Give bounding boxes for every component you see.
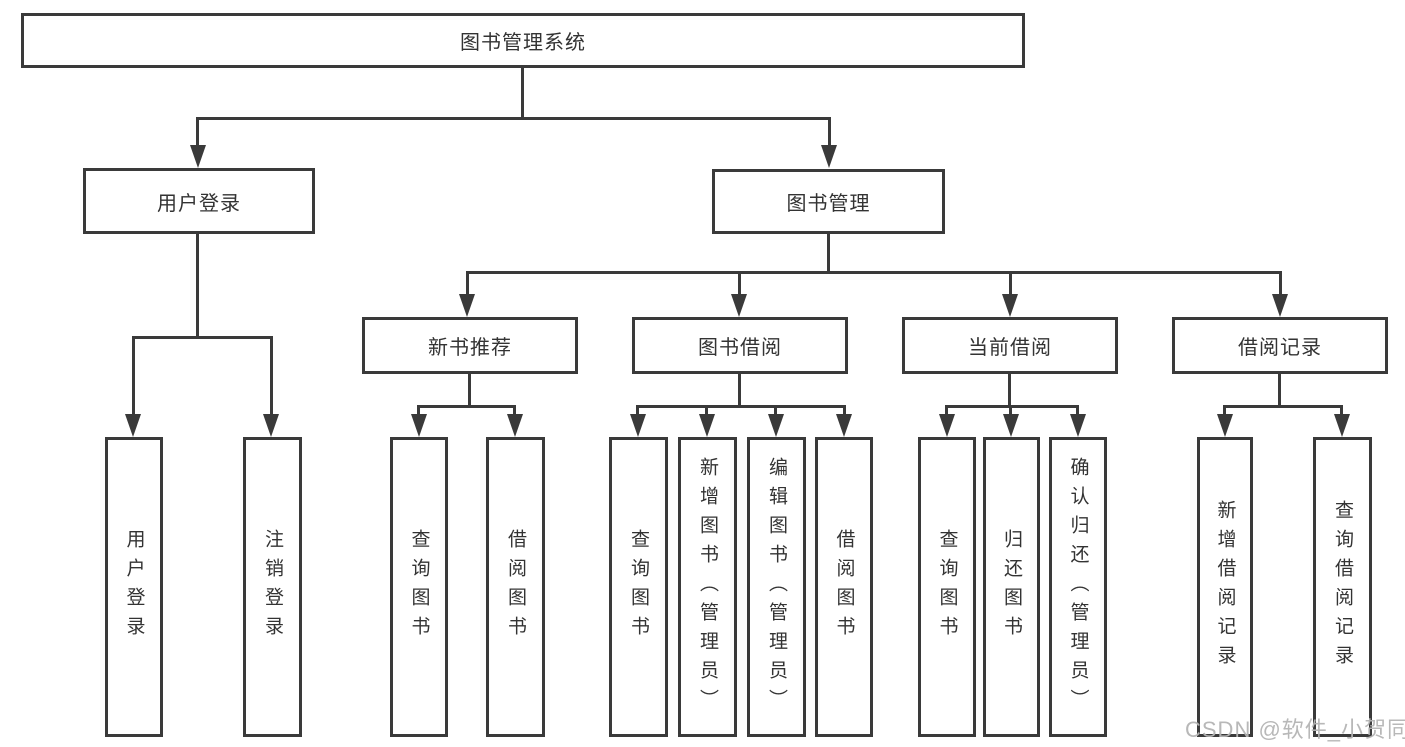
node-book-borrowing-label: 图书借阅 [698,337,782,359]
connector-leaf-drop [1223,405,1226,418]
connector-borrowrecord-drop [1279,271,1282,298]
leaf-return-books-label: 归还图书 [1001,529,1022,645]
arrow-down-icon [190,145,206,168]
connector-logout-leaf-drop [270,336,273,418]
connector-current-hbar [945,405,1079,408]
leaf-recommend-query-books-label: 查询图书 [408,529,430,645]
node-root-label: 图书管理系统 [460,32,586,54]
connector-bookborrow-drop [738,271,741,298]
connector-leaf-drop [1076,405,1079,418]
node-user-login-label: 用户登录 [157,192,241,215]
arrow-down-icon [939,414,955,437]
leaf-recommend-borrow-books-label: 借阅图书 [505,529,526,645]
leaf-add-borrow-record-label: 新增借阅记录 [1214,500,1236,674]
leaf-current-query-books-label: 查询图书 [936,529,958,645]
leaf-current-query-books: 查询图书 [918,437,976,737]
leaf-add-books-admin: 新增图书（管理员） [678,437,737,737]
connector-leaf-drop [417,405,420,418]
leaf-confirm-return-admin-label: 确认归还（管理员） [1067,456,1089,718]
node-current-borrowing: 当前借阅 [902,317,1118,374]
arrow-down-icon [263,414,279,437]
leaf-query-borrow-record-label: 查询借阅记录 [1332,500,1353,674]
connector-recommend-stem [468,374,471,408]
leaf-edit-books-admin-label: 编辑图书（管理员） [766,456,787,718]
arrow-down-icon [507,414,523,437]
connector-records-hbar [1223,405,1343,408]
connector-recommend-hbar [417,405,516,408]
arrow-down-icon [630,414,646,437]
arrow-down-icon [1070,414,1086,437]
connector-root-stem [521,68,524,117]
leaf-confirm-return-admin: 确认归还（管理员） [1049,437,1107,737]
node-book-management-label: 图书管理 [786,193,871,215]
arrow-down-icon [731,294,747,317]
connector-book-mgmt-drop [828,117,831,150]
arrow-down-icon [125,414,141,437]
connector-level2-hbar [196,117,831,120]
leaf-borrow-books: 借阅图书 [815,437,873,737]
leaf-user-login-label: 用户登录 [123,529,145,645]
leaf-borrowing-query-books-label: 查询图书 [628,529,649,645]
leaf-logout-label: 注销登录 [262,529,283,645]
connector-current-stem [1008,374,1011,408]
node-borrowing-records: 借阅记录 [1172,317,1388,374]
connector-currentborrow-drop [1009,271,1012,298]
node-book-management: 图书管理 [712,169,945,234]
leaf-logout: 注销登录 [243,437,302,737]
connector-leaf-drop [843,405,846,418]
arrow-down-icon [768,414,784,437]
leaf-add-books-admin-label: 新增图书（管理员） [697,456,718,718]
leaf-query-borrow-record: 查询借阅记录 [1313,437,1372,737]
arrow-down-icon [1002,294,1018,317]
leaf-add-borrow-record: 新增借阅记录 [1197,437,1253,737]
leaf-recommend-query-books: 查询图书 [390,437,448,737]
connector-level3-hbar [466,271,1282,274]
leaf-borrow-books-label: 借阅图书 [833,529,855,645]
connector-user-login-stem [196,234,199,336]
leaf-recommend-borrow-books: 借阅图书 [486,437,545,737]
connector-leaf-drop [945,405,948,418]
connector-leaf-drop [1009,405,1012,418]
connector-book-mgmt-stem [827,234,830,274]
arrow-down-icon [1217,414,1233,437]
arrow-down-icon [699,414,715,437]
arrow-down-icon [1003,414,1019,437]
connector-leaf-drop [774,405,777,418]
leaf-edit-books-admin: 编辑图书（管理员） [747,437,806,737]
connector-leaf-drop [705,405,708,418]
arrow-down-icon [821,145,837,168]
arrow-down-icon [836,414,852,437]
csdn-watermark: CSDN @软件_小贺同学 [1185,717,1405,742]
leaf-user-login: 用户登录 [105,437,163,737]
connector-borrowing-hbar [636,405,846,408]
node-current-borrowing-label: 当前借阅 [968,337,1052,359]
connector-login-leaf-drop [132,336,135,418]
node-root: 图书管理系统 [21,13,1025,68]
arrow-down-icon [1334,414,1350,437]
connector-records-stem [1278,374,1281,408]
leaf-borrowing-query-books: 查询图书 [609,437,668,737]
node-user-login: 用户登录 [83,168,315,234]
connector-leaf-drop [513,405,516,418]
connector-borrowing-stem [738,374,741,408]
node-new-book-recommend: 新书推荐 [362,317,578,374]
connector-user-login-drop [196,117,199,150]
node-new-book-recommend-label: 新书推荐 [428,337,512,359]
arrow-down-icon [1272,294,1288,317]
connector-newbook-drop [466,271,469,298]
node-borrowing-records-label: 借阅记录 [1238,337,1322,359]
connector-leaf-drop [636,405,639,418]
connector-leaf-drop [1340,405,1343,418]
leaf-return-books: 归还图书 [983,437,1040,737]
connector-user-login-hbar [132,336,273,339]
node-book-borrowing: 图书借阅 [632,317,848,374]
arrow-down-icon [411,414,427,437]
arrow-down-icon [459,294,475,317]
